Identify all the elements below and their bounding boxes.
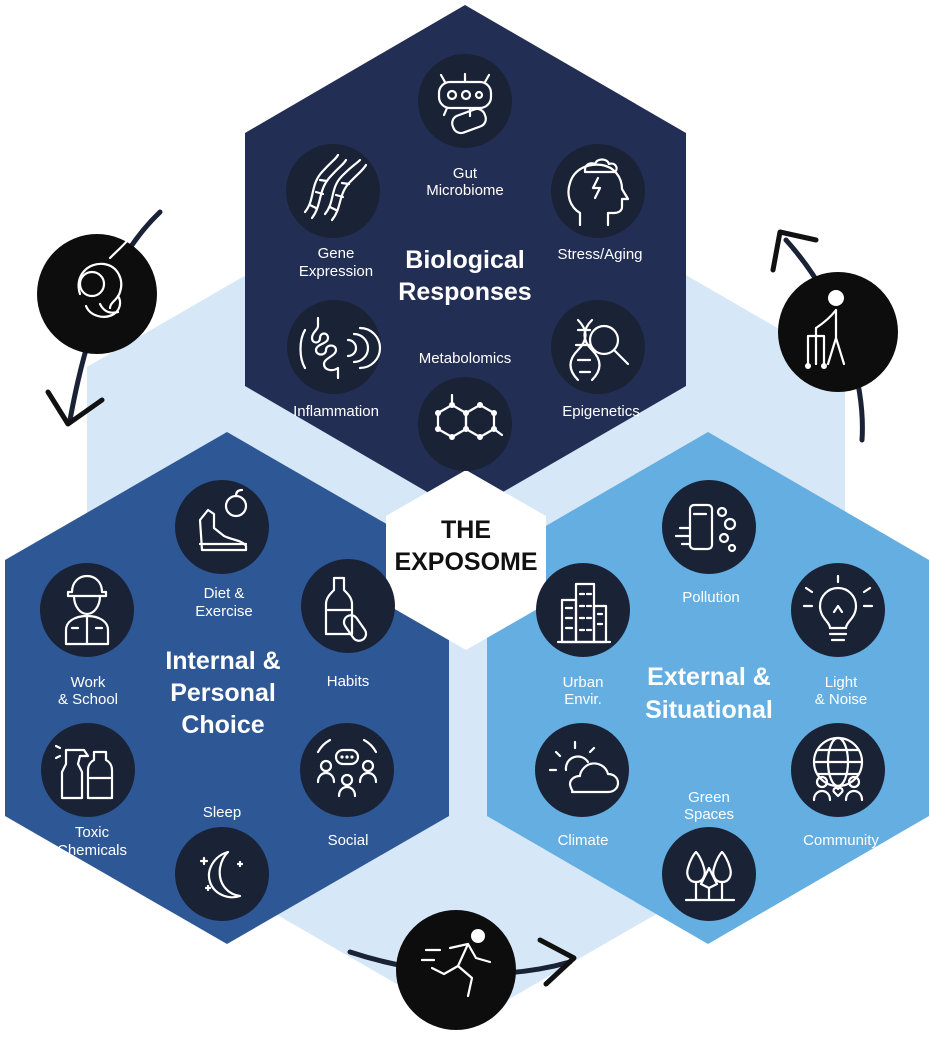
- center-title-line2: EXPOSOME: [394, 548, 537, 576]
- diet-label-line1: Diet &: [204, 585, 245, 602]
- buildings-icon: [536, 563, 630, 657]
- dna-magnifier-icon: [551, 300, 645, 394]
- light-label-line1: Light: [825, 674, 858, 691]
- internal-title-line1: Internal &: [165, 647, 280, 675]
- stressed-head-icon: [551, 144, 645, 238]
- urban-label-line1: Urban: [563, 674, 604, 691]
- stress-label: Stress/Aging: [557, 246, 642, 263]
- bacteria-icon: [418, 54, 512, 148]
- gene-label-line1: Gene: [318, 245, 355, 262]
- sun-cloud-icon: [535, 723, 629, 817]
- diet-label-line2: Exercise: [195, 603, 253, 620]
- toxic-label-line1: Toxic: [75, 824, 110, 841]
- pollution-label: Pollution: [682, 589, 740, 606]
- lifecycle-arrowhead-right: [770, 229, 819, 273]
- light-label-line2: & Noise: [815, 691, 868, 708]
- spray-bottle-icon: [41, 723, 135, 817]
- shoe-apple-icon: [175, 480, 269, 574]
- lifecycle-arrowhead-bottom: [537, 937, 577, 987]
- center-title-line1: THE: [441, 516, 491, 544]
- habits-label: Habits: [327, 673, 370, 690]
- people-chat-icon: [300, 723, 394, 817]
- intestine-icon: [287, 300, 382, 394]
- toxic-label-line2: Chemicals: [57, 842, 127, 859]
- inflammation-label: Inflammation: [293, 403, 379, 420]
- runner-icon: [396, 910, 516, 1030]
- internal-title-line3: Choice: [181, 711, 264, 739]
- bottle-pill-icon: [301, 559, 395, 653]
- elderly-walker-icon: [778, 272, 898, 392]
- globe-people-icon: [791, 723, 885, 817]
- fetus-icon: [37, 226, 157, 354]
- sleep-label: Sleep: [203, 804, 241, 821]
- lifecycle-arrowhead-left: [45, 389, 105, 427]
- work-label-line1: Work: [71, 674, 106, 691]
- gut-label-line2: Microbiome: [426, 182, 504, 199]
- moon-stars-icon: [175, 827, 269, 921]
- center-hexagon: [386, 470, 546, 650]
- urban-label-line2: Envir.: [564, 691, 602, 708]
- external-title-line1: External &: [647, 663, 771, 691]
- gut-label-line1: Gut: [453, 165, 478, 182]
- molecule-icon: [418, 377, 512, 471]
- green-label-line1: Green: [688, 789, 730, 806]
- external-title-line2: Situational: [645, 696, 773, 724]
- epigenetics-label: Epigenetics: [562, 403, 640, 420]
- biological-title-line1: Biological: [405, 246, 524, 274]
- climate-label: Climate: [558, 832, 609, 849]
- metabolomics-label: Metabolomics: [419, 350, 512, 367]
- gene-label-line2: Expression: [299, 263, 373, 280]
- worker-icon: [40, 563, 134, 657]
- community-label: Community: [803, 832, 879, 849]
- green-label-line2: Spaces: [684, 806, 734, 823]
- external-hexagon: [487, 432, 929, 944]
- lightbulb-icon: [791, 563, 885, 657]
- exhaust-icon: [662, 480, 756, 574]
- social-label: Social: [328, 832, 369, 849]
- internal-title-line2: Personal: [170, 679, 276, 707]
- trees-icon: [662, 827, 756, 921]
- dna-icon: [286, 144, 380, 238]
- work-label-line2: & School: [58, 691, 118, 708]
- biological-title-line2: Responses: [398, 278, 531, 306]
